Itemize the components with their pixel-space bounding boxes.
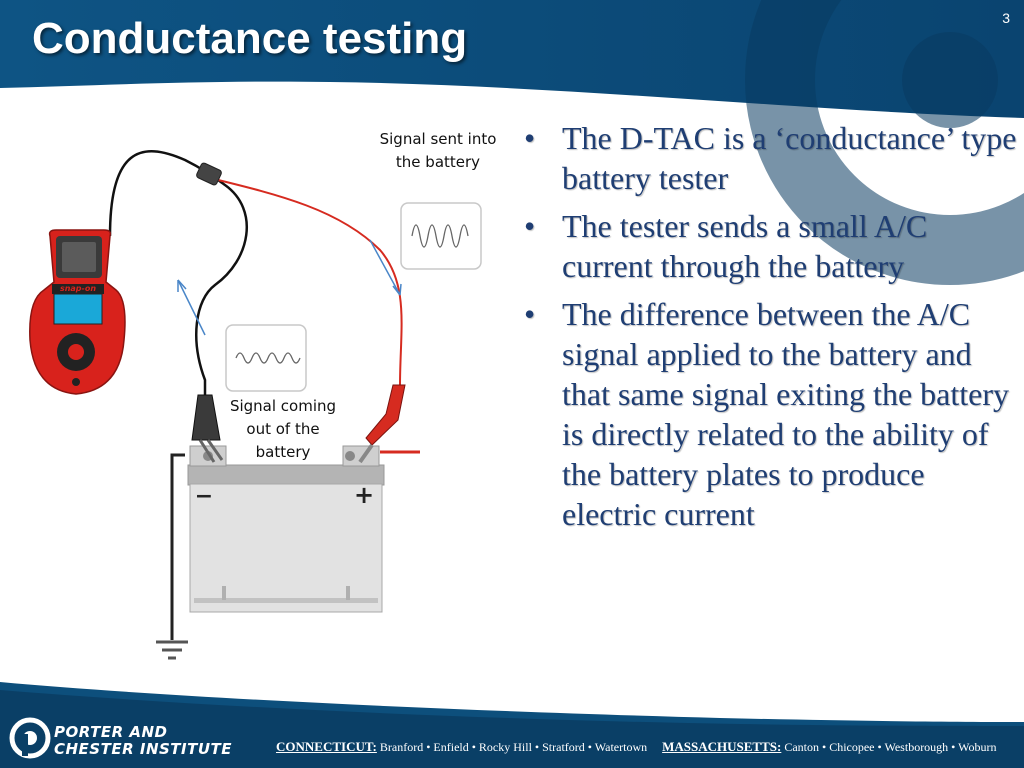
- black-lead-wire: [108, 150, 249, 395]
- footer-locations: CONNECTICUT: Branford • Enfield • Rocky …: [276, 739, 997, 755]
- tester-brand-logo: snap-on: [60, 284, 96, 293]
- bullet-dot-icon: •: [524, 120, 536, 156]
- massachusetts-locations: Canton • Chicopee • Westborough • Woburn: [784, 740, 997, 754]
- bullet-item: •The difference between the A/C signal a…: [524, 296, 1009, 532]
- red-lead-wire: [209, 177, 403, 386]
- signal-in-arrow: [369, 239, 401, 296]
- slide-number: 3: [1002, 10, 1010, 26]
- institute-name: PORTER AND CHESTER INSTITUTE: [54, 723, 233, 758]
- ground-symbol-icon: [156, 640, 188, 660]
- header-decor-ring: [745, 0, 1024, 285]
- bullet-item: •The tester sends a small A/C current th…: [524, 208, 928, 284]
- state-massachusetts: MASSACHUSETTS:: [662, 739, 782, 754]
- bullet-item: •The D-TAC is a ‘conductance’ type batte…: [524, 120, 1017, 196]
- battery-icon: [187, 445, 385, 613]
- waveform-out-icon: [225, 324, 307, 392]
- connecticut-locations: Branford • Enfield • Rocky Hill • Stratf…: [379, 740, 648, 754]
- caption-signal-out: Signal coming out of the battery: [229, 397, 337, 461]
- waveform-sent-icon: [400, 202, 482, 270]
- bullet-list: •The D-TAC is a ‘conductance’ type batte…: [518, 118, 1018, 542]
- lead-junction: [196, 162, 222, 186]
- caption-signal-sent: Signal sent into the battery: [379, 130, 497, 171]
- battery-tester-diagram: − + snap-on: [29, 150, 482, 660]
- red-clamp-icon: [358, 384, 420, 464]
- dtac-tester-icon: [29, 229, 126, 395]
- negative-terminal-label: −: [195, 484, 213, 509]
- slide-title: Conductance testing: [32, 14, 468, 63]
- ground-wire: [170, 453, 185, 640]
- bullet-dot-icon: •: [524, 208, 536, 244]
- institute-logo-icon: [9, 717, 51, 759]
- state-connecticut: CONNECTICUT:: [276, 739, 377, 754]
- positive-terminal-label: +: [354, 481, 374, 509]
- signal-out-arrow: [177, 279, 206, 336]
- black-clamp-icon: [191, 394, 224, 463]
- bullet-dot-icon: •: [524, 296, 536, 332]
